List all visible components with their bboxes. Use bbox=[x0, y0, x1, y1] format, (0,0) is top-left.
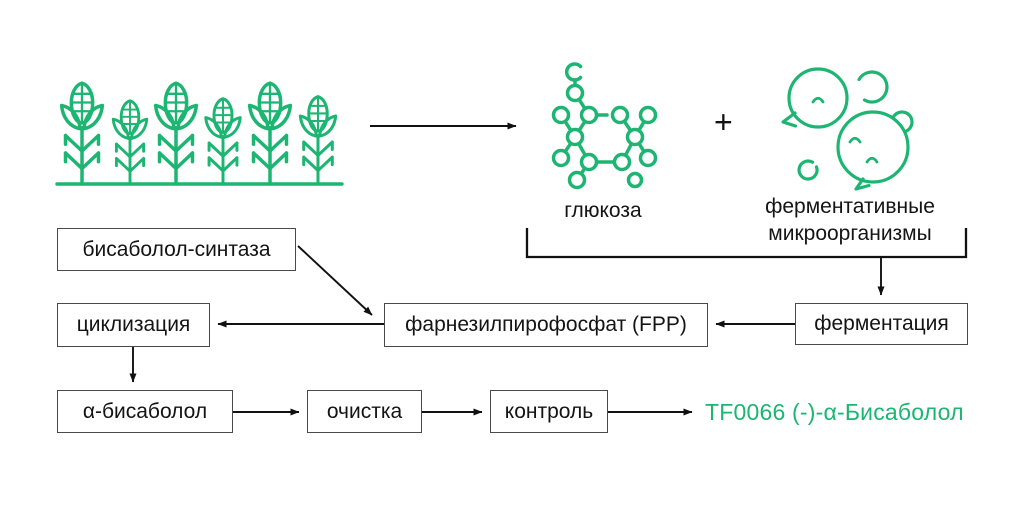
box-cyclization: циклизация bbox=[57, 303, 210, 347]
glucose-label: глюкоза bbox=[564, 199, 642, 222]
box-control: контроль bbox=[490, 390, 608, 433]
glucose-molecule-icon bbox=[551, 62, 658, 190]
box-purification: очистка bbox=[307, 390, 422, 433]
microorganisms-label-line1: ферментативные bbox=[765, 195, 935, 218]
product-label: TF0066 (-)-α-Бисаболол bbox=[705, 399, 964, 425]
corn-field-icon bbox=[55, 81, 344, 186]
plus-sign: + bbox=[714, 104, 733, 140]
box-alpha-bisabolol: α-бисаболол bbox=[57, 390, 233, 433]
microorganisms-label-line2: микроорганизмы bbox=[768, 222, 932, 245]
box-fpp: фарнезилпирофосфат (FPP) bbox=[384, 303, 708, 347]
microorganisms-label: ферментативные микроорганизмы bbox=[757, 193, 943, 247]
box-fermentation: ферментация bbox=[795, 303, 968, 345]
box-bisabolol-synthase: бисаболол-синтаза bbox=[57, 228, 296, 271]
microorganisms-icon bbox=[781, 67, 914, 191]
